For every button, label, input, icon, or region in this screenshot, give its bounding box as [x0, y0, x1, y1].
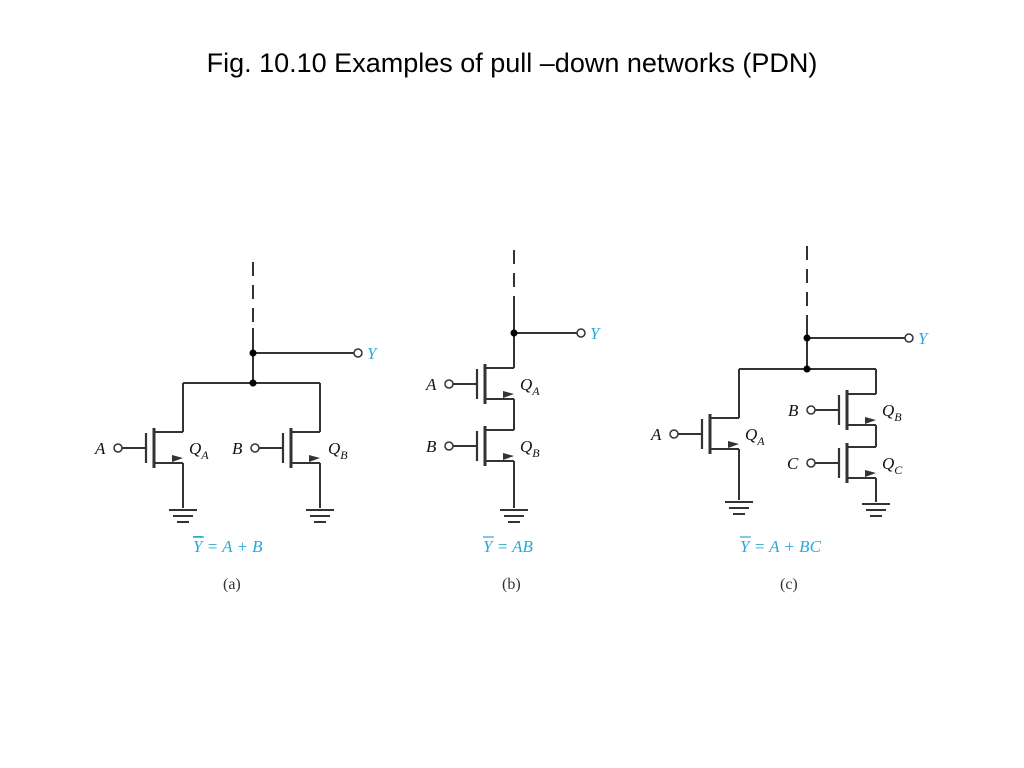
output-label-y: Y — [590, 324, 601, 343]
input-label-b: B — [232, 439, 243, 458]
ground-icon — [306, 509, 334, 523]
transistor-qa — [113, 383, 184, 508]
output-junction — [510, 329, 518, 337]
transistor-label-qb: QB — [328, 439, 348, 462]
ground-icon — [169, 509, 197, 523]
rail-junction — [249, 379, 257, 387]
transistor-qb — [444, 426, 515, 508]
input-label-a: A — [94, 439, 106, 458]
circuit-a: A QA B QB Y Y = A + B (a — [94, 262, 378, 593]
caption-a: (a) — [223, 576, 241, 593]
output-terminal — [576, 328, 586, 338]
rail-junction — [803, 365, 811, 373]
transistor-label-qb: QB — [882, 401, 902, 424]
input-label-b: B — [426, 437, 437, 456]
transistor-qa — [444, 364, 515, 430]
ground-icon — [725, 501, 753, 515]
circuit-b: A QA B QB Y Y = AB (b) — [425, 250, 601, 593]
caption-b: (b) — [502, 576, 521, 593]
output-label-y: Y — [918, 329, 929, 348]
transistor-label-qa: QA — [189, 439, 209, 462]
transistor-label-qa: QA — [520, 375, 540, 398]
output-terminal — [904, 333, 914, 343]
input-label-a: A — [425, 375, 437, 394]
ground-icon — [862, 503, 890, 517]
input-label-a: A — [650, 425, 662, 444]
transistor-label-qc: QC — [882, 454, 903, 477]
transistor-qc — [806, 443, 877, 502]
equation-c: Y = A + BC — [740, 537, 822, 556]
output-junction — [249, 349, 257, 357]
transistor-label-qb: QB — [520, 437, 540, 460]
transistor-qb — [250, 383, 321, 508]
transistor-qa — [669, 369, 740, 500]
ground-icon — [500, 509, 528, 523]
output-terminal — [353, 348, 363, 358]
slide-title: Fig. 10.10 Examples of pull –down networ… — [206, 48, 818, 78]
input-label-b: B — [788, 401, 799, 420]
circuit-c: A QA B QB — [650, 246, 929, 593]
input-label-c: C — [787, 454, 799, 473]
equation-a: Y = A + B — [193, 537, 263, 556]
caption-c: (c) — [780, 576, 798, 593]
output-label-y: Y — [367, 344, 378, 363]
equation-b: Y = AB — [483, 537, 534, 556]
transistor-label-qa: QA — [745, 425, 765, 448]
transistor-qb — [806, 369, 877, 447]
output-junction — [803, 334, 811, 342]
